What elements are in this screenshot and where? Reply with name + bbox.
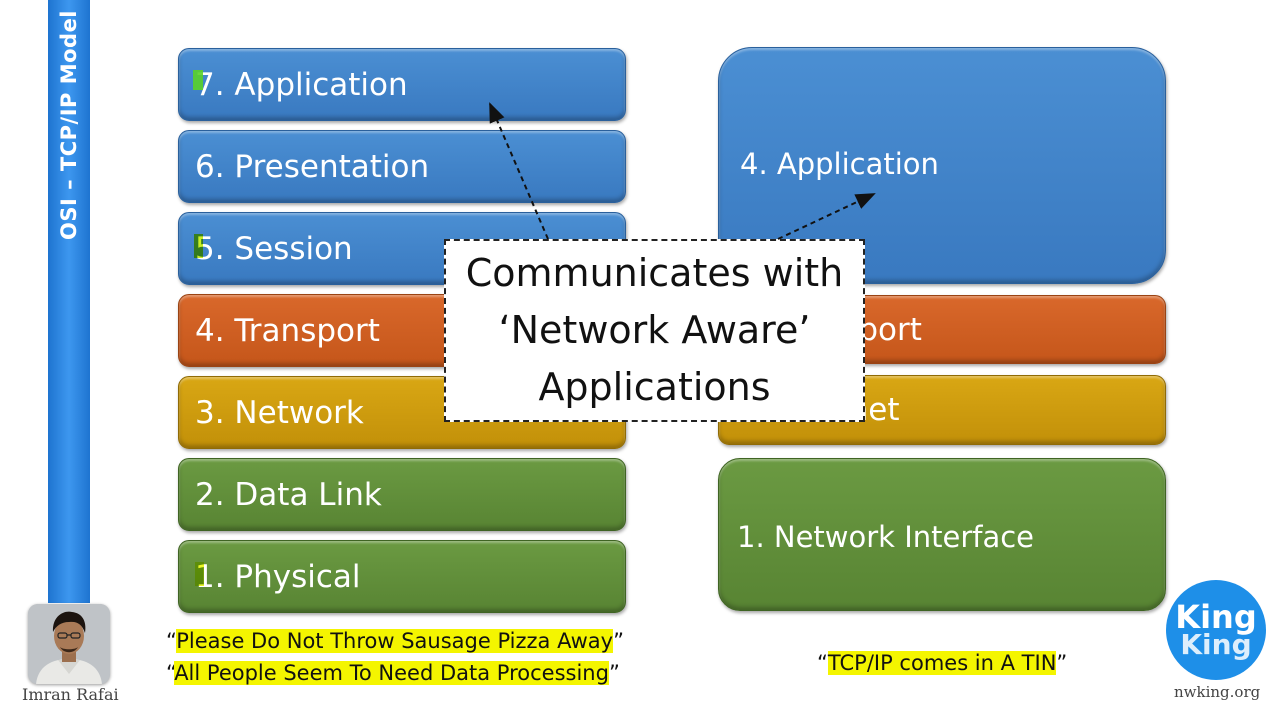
sidebar-title: OSI – TCP/IP Model (57, 9, 81, 241)
mnemonic-osi-bottom-up: “All People Seem To Need Data Processing… (166, 661, 620, 685)
quote-open: “ (817, 651, 828, 675)
mnemonic-text: Please Do Not Throw Sausage Pizza Away (176, 629, 614, 653)
tcpip-layer-label: 4. Application (740, 146, 939, 181)
presenter-name: Imran Rafai (22, 685, 119, 704)
osi-layer-physical: 1. Physical (178, 540, 626, 613)
callout-line: Communicates with (465, 251, 844, 295)
osi-layer-data-link: 2. Data Link (178, 458, 626, 531)
pen-mark (194, 234, 203, 258)
quote-open: “ (166, 661, 175, 685)
osi-layer-presentation: 6. Presentation (178, 130, 626, 203)
presenter-photo-icon (28, 604, 110, 684)
king-logo: King King (1166, 580, 1266, 680)
sidebar-bar (48, 0, 90, 603)
site-url: nwking.org (1174, 683, 1261, 701)
mnemonic-tcpip: “TCP/IP comes in A TIN” (817, 651, 1067, 675)
callout-line: Applications (538, 365, 771, 409)
tcpip-layer-network-interface: 1. Network Interface (718, 458, 1166, 611)
mnemonic-text: TCP/IP comes in A TIN (827, 651, 1057, 675)
logo-text: King (1175, 598, 1257, 636)
tcpip-layer-application: 4. Application (718, 47, 1166, 284)
osi-layer-application: 7. Application (178, 48, 626, 121)
callout-box: Communicates with ‘Network Aware’ Applic… (444, 239, 865, 422)
quote-close: ” (608, 661, 620, 685)
avatar (28, 604, 110, 684)
quote-close: ” (1056, 651, 1068, 675)
quote-close: ” (613, 629, 624, 653)
pen-mark (195, 562, 204, 586)
quote-open: “ (166, 629, 177, 653)
callout-line: ‘Network Aware’ (498, 308, 811, 352)
tcpip-layer-label: 1. Network Interface (737, 519, 1035, 554)
logo-text: King (1180, 628, 1252, 661)
mnemonic-text: All People Seem To Need Data Processing (174, 661, 609, 685)
pen-mark (193, 70, 203, 90)
mnemonic-osi-top-down: “Please Do Not Throw Sausage Pizza Away” (166, 629, 624, 653)
